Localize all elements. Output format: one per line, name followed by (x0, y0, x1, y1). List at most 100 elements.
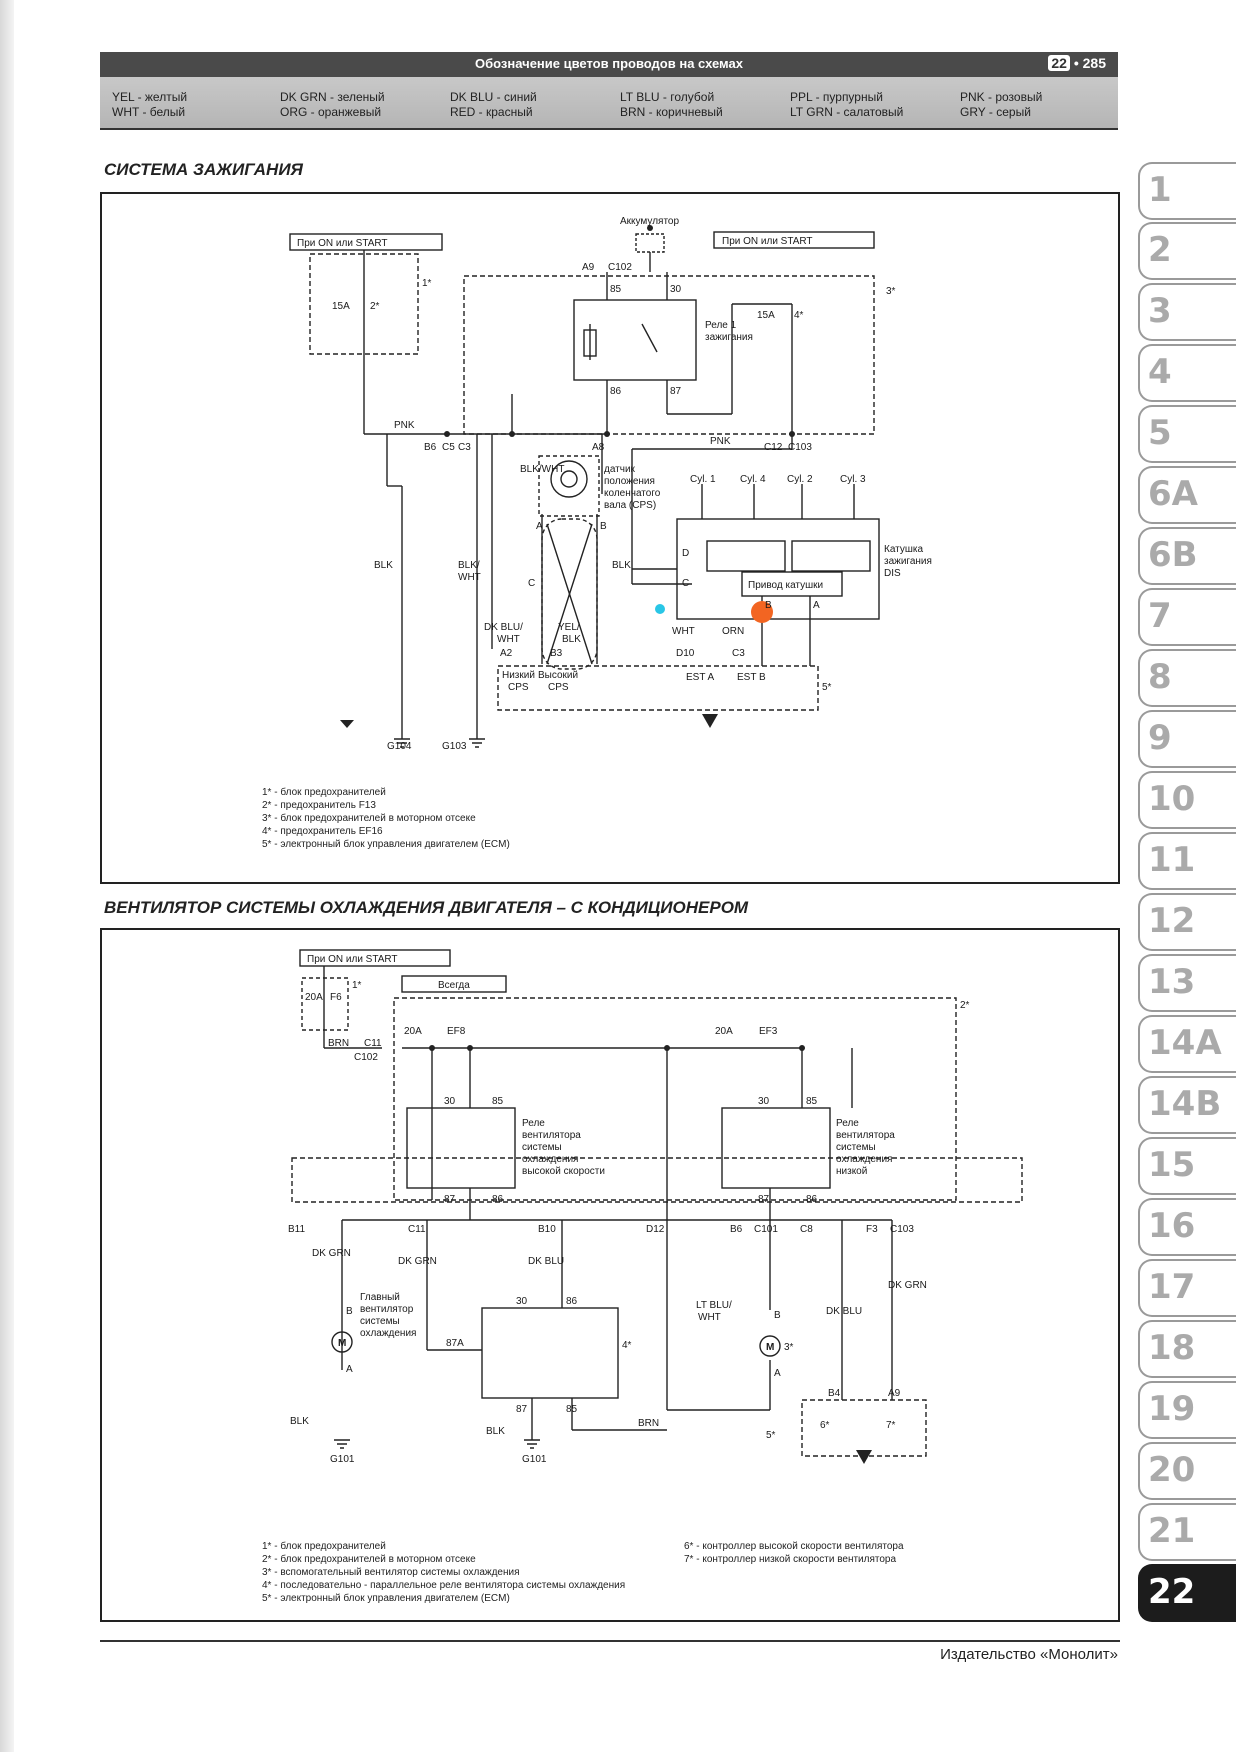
main-fan-1: Главный (360, 1292, 400, 1303)
tab-15[interactable]: 15 (1138, 1137, 1236, 1195)
note-5: 5* - электронный блок управления двигате… (262, 839, 510, 850)
coil-pin-d: D (682, 548, 689, 559)
orn-marker-icon (751, 601, 773, 623)
wire-blk-2: BLK (612, 560, 631, 571)
tab-3[interactable]: 3 (1138, 283, 1236, 341)
fuse-ef8-amp: 20A (404, 1026, 422, 1037)
tab-1[interactable]: 1 (1138, 162, 1236, 220)
wire-dkbluwht-a: DK BLU/ (484, 622, 523, 633)
pin-c5: C5 (442, 442, 455, 453)
fan-diagram-panel: При ON или START Всегда 20A F6 1* 2* BRN… (100, 928, 1120, 1622)
tab-5[interactable]: 5 (1138, 405, 1236, 463)
tab-13[interactable]: 13 (1138, 954, 1236, 1012)
tab-20[interactable]: 20 (1138, 1442, 1236, 1500)
legend-pnk: PNK - розовый (960, 90, 1043, 104)
on-start-label-2: При ON или START (722, 236, 813, 247)
tab-2[interactable]: 2 (1138, 222, 1236, 280)
wire-orn: ORN (722, 626, 744, 637)
tab-10[interactable]: 10 (1138, 771, 1236, 829)
fan-schematic: При ON или START Всегда 20A F6 1* 2* BRN… (288, 949, 1023, 1465)
wire-blk-1: BLK (374, 560, 393, 571)
fan-notes-left: 1* - блок предохранителей 2* - блок пред… (262, 1540, 625, 1605)
tab-11[interactable]: 11 (1138, 832, 1236, 890)
fan-on-start: При ON или START (307, 954, 398, 965)
tab-14a[interactable]: 14A (1138, 1015, 1236, 1073)
relay-high-86: 86 (492, 1194, 504, 1205)
main-fan-4: охлаждения (360, 1328, 416, 1339)
fusebox-tag-3: 3* (886, 286, 896, 297)
battery-label: Аккумулятор (620, 216, 679, 227)
publisher: Издательство «Монолит» (940, 1646, 1118, 1663)
tab-14b-label: 14B (1148, 1084, 1222, 1124)
relay-label-line1: Реле 1 (705, 320, 737, 331)
tab-12[interactable]: 12 (1138, 893, 1236, 951)
wire-dkblu-1: DK BLU (528, 1256, 564, 1267)
note-4: 4* - предохранитель EF16 (262, 826, 383, 837)
tab-6b[interactable]: 6B (1138, 527, 1236, 585)
pin-f3: F3 (866, 1224, 878, 1235)
fan-note-1: 1* - блок предохранителей (262, 1541, 386, 1552)
tab-15-label: 15 (1148, 1145, 1196, 1185)
ground-g104: G104 (387, 741, 412, 752)
fan-note-4: 4* - последовательно - параллельное реле… (262, 1580, 626, 1591)
pin-c12: C12 (764, 442, 783, 453)
tab-16[interactable]: 16 (1138, 1198, 1236, 1256)
pin-c11: C11 (408, 1224, 426, 1235)
fan-note-7: 7* - контроллер низкой скорости вентилят… (684, 1554, 897, 1565)
fan-c11a: C11 (364, 1038, 382, 1049)
tab-9[interactable]: 9 (1138, 710, 1236, 768)
fan-note-5: 5* - электронный блок управления двигате… (262, 1593, 510, 1604)
aux-fan-pin-b: B (774, 1310, 781, 1321)
ignition-diagram-panel: Аккумулятор При ON или START При ON или … (100, 192, 1120, 884)
on-start-label-1: При ON или START (297, 238, 388, 249)
relay-high-30: 30 (444, 1096, 456, 1107)
pin-d12: D12 (646, 1224, 665, 1235)
coil-pin-b: B (765, 600, 772, 611)
sp-relay-30: 30 (516, 1296, 528, 1307)
tab-22-label: 22 (1148, 1572, 1196, 1612)
aux-fan-motor-icon: M (766, 1342, 774, 1353)
coil-label-3: DIS (884, 568, 901, 579)
tab-21[interactable]: 21 (1138, 1503, 1236, 1561)
tab-4[interactable]: 4 (1138, 344, 1236, 402)
page-num: 285 (1082, 55, 1106, 71)
fan-brn-1: BRN (328, 1038, 349, 1049)
main-fan-2: вентилятор (360, 1304, 414, 1315)
tab-6a[interactable]: 6A (1138, 466, 1236, 524)
relay-high-87: 87 (444, 1194, 456, 1205)
est-b: EST B (737, 672, 766, 683)
wht-marker-icon (655, 604, 665, 614)
relay-high-5: высокой скорости (522, 1166, 605, 1177)
tab-8[interactable]: 8 (1138, 649, 1236, 707)
tab-3-label: 3 (1148, 291, 1172, 331)
cyl-4: Cyl. 4 (740, 474, 766, 485)
fuse-f6-amp: 20A (305, 992, 323, 1003)
conn-c103: C103 (788, 442, 812, 453)
pin-b6: B6 (424, 442, 437, 453)
conn-c102: C102 (608, 262, 632, 273)
sensor-label-4: вала (CPS) (604, 500, 656, 511)
conn-c103: C103 (890, 1224, 914, 1235)
book-spine (0, 0, 14, 1752)
fan-box-2: 2* (960, 1000, 970, 1011)
fuse-15a-1: 15A (332, 301, 350, 312)
tab-17[interactable]: 17 (1138, 1259, 1236, 1317)
tab-14b[interactable]: 14B (1138, 1076, 1236, 1134)
main-fan-pin-a: A (346, 1364, 353, 1375)
tab-19[interactable]: 19 (1138, 1381, 1236, 1439)
tab-22[interactable]: 22 (1138, 1564, 1236, 1622)
tab-10-label: 10 (1148, 779, 1196, 819)
ignition-notes: 1* - блок предохранителей 2* - предохран… (262, 786, 510, 851)
wire-yelblk-b: BLK (562, 634, 581, 645)
pin-a9: A9 (888, 1388, 901, 1399)
tab-7[interactable]: 7 (1138, 588, 1236, 646)
relay-label-line2: зажигания (705, 332, 753, 343)
ground-g101-a: G101 (330, 1454, 355, 1465)
tab-18[interactable]: 18 (1138, 1320, 1236, 1378)
main-fan-motor-icon: M (338, 1338, 346, 1349)
wire-wht: WHT (672, 626, 695, 637)
wire-ltbluwht-b: WHT (698, 1312, 721, 1323)
